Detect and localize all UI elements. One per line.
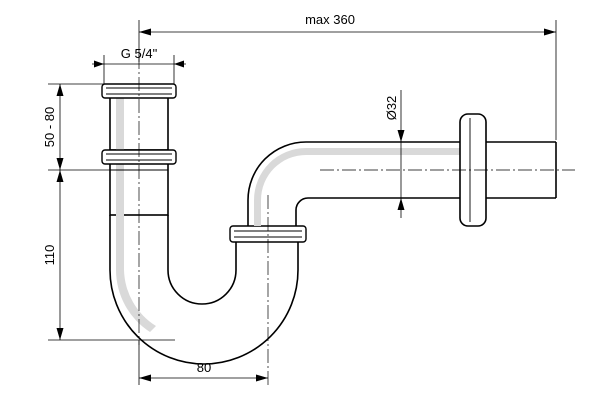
label-outlet-offset: 80 (197, 360, 211, 375)
center-lines (138, 55, 575, 385)
label-thread-size: G 5/4" (121, 46, 158, 61)
label-trap-depth: 110 (42, 245, 57, 266)
label-overall-length: max 360 (305, 12, 355, 27)
label-pipe-diameter: Ø32 (384, 96, 399, 121)
dimension-pipe-diameter: Ø32 (384, 90, 405, 218)
label-adjustable-height: 50 - 80 (42, 107, 57, 147)
dimension-trap-depth: 110 (42, 170, 175, 341)
dimension-adjustable-height: 50 - 80 (42, 83, 112, 171)
dimension-thread-size: G 5/4" (92, 46, 186, 84)
outlet-pipe (247, 141, 557, 226)
dimension-outlet-offset: 80 (138, 340, 268, 385)
u-bend (109, 215, 299, 365)
dimension-overall-length: max 360 (138, 12, 557, 140)
